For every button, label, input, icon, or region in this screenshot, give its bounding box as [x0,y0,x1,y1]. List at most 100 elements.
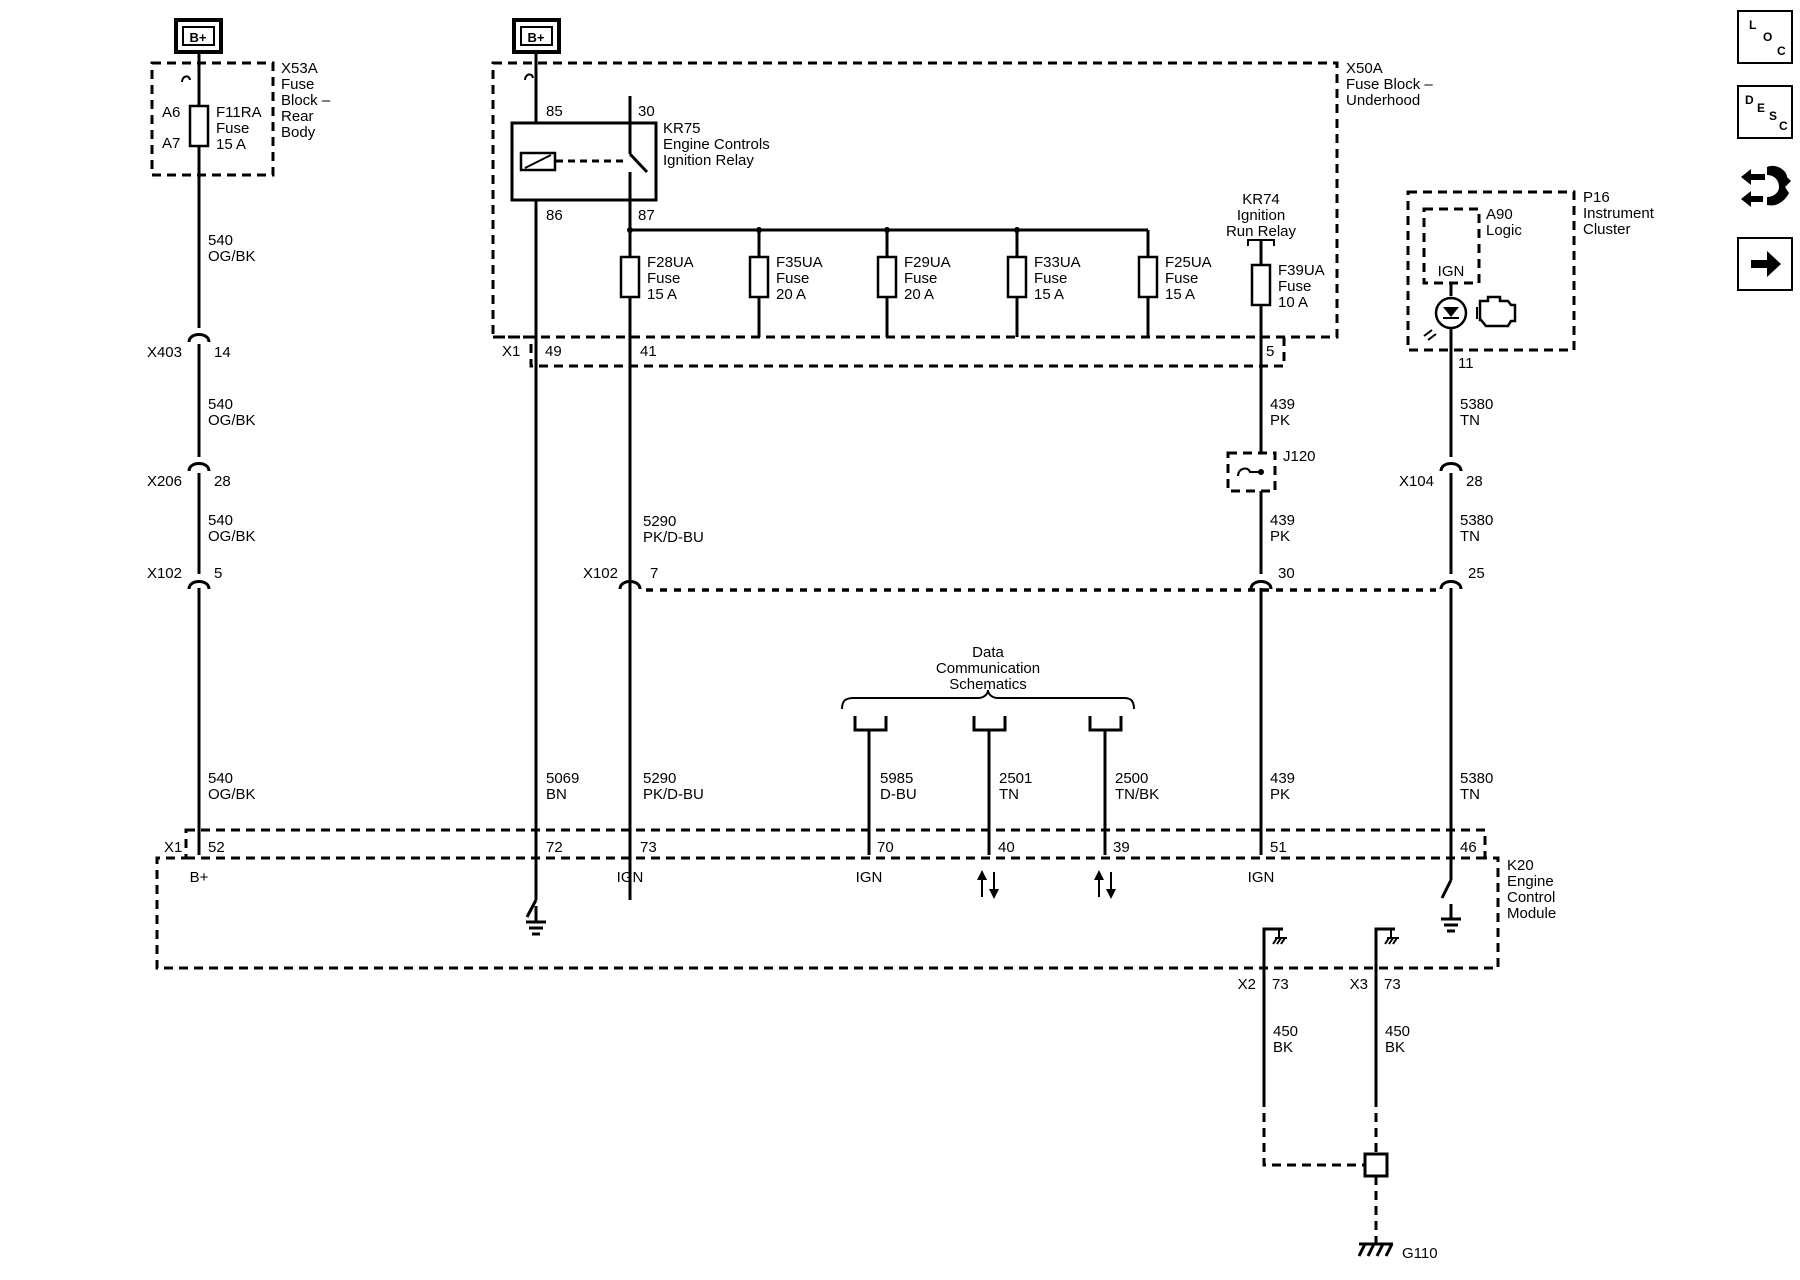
splice-j120: J120 [1226,448,1316,493]
description-view-button[interactable]: D E S C [1737,85,1793,139]
fuse-id: F11RA [216,104,262,121]
fuse-block-name: Fuse Block – [1346,76,1433,93]
fuse-rating: 15 A [1165,286,1195,303]
power-source-middle: B+ [512,18,561,54]
pin-label: A7 [162,135,180,152]
fuse-id: F39UA [1278,262,1325,279]
wire-color: TN [999,786,1019,803]
fuse-block-id: X50A [1346,60,1383,77]
instrument-cluster: P16 Instrument Cluster A90 Logic IGN 11 [1406,189,1655,372]
wire-circuit: 540 [208,770,233,787]
switch-symbol [525,899,538,918]
connector-pin: 73 [1272,976,1289,993]
module-name: Cluster [1583,221,1631,238]
wire-circuit: 5069 [546,770,579,787]
power-label: B+ [190,30,207,45]
button-letter: L [1749,18,1757,32]
button-letter: E [1757,101,1766,115]
fuse-rating: 15 A [1034,286,1064,303]
engine-control-module: K20 Engine Control Module X1 52 72 73 70… [155,828,1556,970]
connector-id: X102 [147,565,182,582]
fuse-f33ua: F33UA Fuse 15 A [1006,227,1081,337]
button-letter: C [1779,119,1788,133]
fuse-label: Fuse [1165,270,1198,287]
fuse-label: Fuse [1278,278,1311,295]
fuse-label: Fuse [776,270,809,287]
module-name: Control [1507,889,1555,906]
inline-connector-symbol [1439,462,1463,472]
location-view-button[interactable]: L O C [1737,10,1793,64]
wire-circuit: 2501 [999,770,1032,787]
wire-circuit: 439 [1270,770,1295,787]
relay-kr74: KR74 Ignition Run Relay [1226,191,1297,246]
relay-pin: 30 [638,103,655,120]
reference-connector-symbol [853,716,888,732]
relay-pin: 86 [546,207,563,224]
fuse-label: Fuse [216,120,249,137]
arrow-right-icon [1751,251,1781,277]
pin-function-label: IGN [617,869,644,886]
wire-circuit: 5380 [1460,396,1493,413]
wire-color: PK [1270,786,1290,803]
reference-brace [841,689,1135,710]
relay-pin: 87 [638,207,655,224]
reference-title: Schematics [949,676,1027,693]
next-page-button[interactable] [1737,237,1793,291]
connector-end-view-icon [1741,165,1791,207]
fuse-block-name: Underhood [1346,92,1420,109]
ground-splice-symbol [1363,1152,1389,1178]
connector-x102: X102 5 X102 7 30 25 [147,565,1485,582]
fuse-rating: 20 A [904,286,934,303]
module-ground-x2 [1262,927,1287,968]
connector-end-view-button[interactable] [1737,157,1793,213]
inline-connector-symbol [187,580,211,590]
fuse-block-id: X53A [281,60,318,77]
connector-pin: 49 [545,343,562,360]
wire-circuit: 540 [208,396,233,413]
inline-connector-symbol [1249,580,1273,590]
fuse-rating: 15 A [647,286,677,303]
wire-color: PK/D-BU [643,786,704,803]
check-engine-icon [1476,295,1517,328]
wire-circuit: 540 [208,232,233,249]
wire-circuit: 450 [1385,1023,1410,1040]
logic-name: Logic [1486,222,1522,239]
fuse-rating: 15 A [216,136,246,153]
relay-id: KR74 [1242,191,1280,208]
power-source-left: B+ [174,18,223,54]
module-name: Instrument [1583,205,1655,222]
module-id: K20 [1507,857,1534,874]
wire-color: TN/BK [1115,786,1159,803]
fuse-label: Fuse [647,270,680,287]
wire-color: PK [1270,528,1290,545]
wire-color: OG/BK [208,786,256,803]
wire-color: D-BU [880,786,917,803]
connector-id: X206 [147,473,182,490]
pin-function-label: B+ [190,869,209,886]
module-pin: 39 [1113,839,1130,856]
chassis-ground-icon [1441,904,1461,933]
connector-pin: 25 [1468,565,1485,582]
module-pin: 73 [640,839,657,856]
fuse-f39ua: F39UA Fuse 10 A [1250,262,1325,311]
fuse-block-name: Rear [281,108,314,125]
data-communication-reference[interactable]: Data Communication Schematics [841,644,1135,710]
module-pin: 40 [998,839,1015,856]
wire-color: BN [546,786,567,803]
bidirectional-arrow-icon [1094,870,1116,899]
button-letter: S [1769,109,1778,123]
module-ground-x3 [1374,927,1399,968]
chassis-ground-icon [526,906,546,936]
fuse-block-name: Block – [281,92,331,109]
fuse-id: F33UA [1034,254,1081,271]
connector-id: X3 [1350,976,1368,993]
connector-outline [493,335,1286,368]
wire-color: TN [1460,412,1480,429]
power-label: B+ [528,30,545,45]
fuse-rating: 20 A [776,286,806,303]
connector-pin: 5 [214,565,222,582]
module-name: Engine [1507,873,1554,890]
reference-connector-symbol [972,716,1007,732]
fuse-label: Fuse [1034,270,1067,287]
fuse-symbol [876,255,898,299]
